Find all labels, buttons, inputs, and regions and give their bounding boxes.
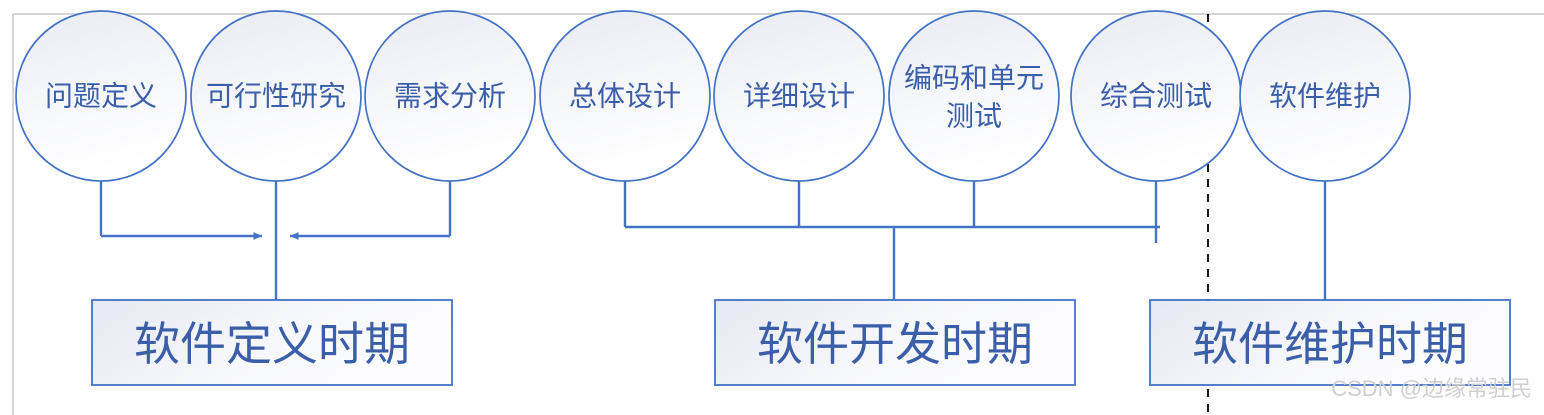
stage-feasibility-study[interactable]: 可行性研究 [190, 10, 362, 182]
stage-integration-test[interactable]: 综合测试 [1070, 10, 1242, 182]
phase-label: 软件开发时期 [757, 318, 1033, 370]
stage-label: 问题定义 [45, 81, 157, 112]
stage-detailed-design[interactable]: 详细设计 [713, 10, 885, 182]
phase-box[interactable] [714, 299, 1076, 386]
watermark: CSDN @边缘常驻民 [1331, 376, 1532, 401]
phase-box[interactable] [1149, 299, 1511, 386]
stage-circle[interactable] [15, 10, 187, 182]
stage-requirement-analysis[interactable]: 需求分析 [364, 10, 536, 182]
stage-label: 软件维护 [1269, 81, 1381, 112]
phase-development[interactable]: 软件开发时期 [714, 299, 1076, 386]
phase-box[interactable] [91, 299, 453, 386]
stage-label: 综合测试 [1100, 81, 1212, 112]
stage-overall-design[interactable]: 总体设计 [539, 10, 711, 182]
stage-circle[interactable] [190, 10, 362, 182]
phase-boxes: 软件定义时期 软件开发时期 软件维护时期 [91, 299, 1511, 386]
stage-circle[interactable] [713, 10, 885, 182]
stage-problem-definition[interactable]: 问题定义 [15, 10, 187, 182]
stage-label: 需求分析 [394, 81, 506, 112]
phase-label: 软件定义时期 [134, 318, 410, 370]
stage-label-line-1: 编码和单元 [904, 63, 1044, 94]
stage-label: 详细设计 [743, 81, 855, 112]
connector-group-development [623, 181, 1160, 300]
stage-circle[interactable] [364, 10, 536, 182]
stage-label: 可行性研究 [206, 81, 346, 112]
stage-software-maintenance[interactable]: 软件维护 [1239, 10, 1411, 182]
stage-circle[interactable] [1239, 10, 1411, 182]
stage-coding-unit-test[interactable]: 编码和单元 测试 [888, 10, 1060, 182]
connector-group-definition [99, 181, 452, 300]
stage-circles: 问题定义 可行性研究 需求分析 总体设计 详细设计 编码和单元 [15, 10, 1411, 182]
phase-definition[interactable]: 软件定义时期 [91, 299, 453, 386]
phase-label: 软件维护时期 [1192, 318, 1468, 370]
stage-label: 总体设计 [569, 81, 681, 112]
stage-label-line-2: 测试 [946, 101, 1002, 132]
phase-maintenance[interactable]: 软件维护时期 [1149, 299, 1511, 386]
stage-circle[interactable] [888, 10, 1060, 182]
stage-circle[interactable] [539, 10, 711, 182]
